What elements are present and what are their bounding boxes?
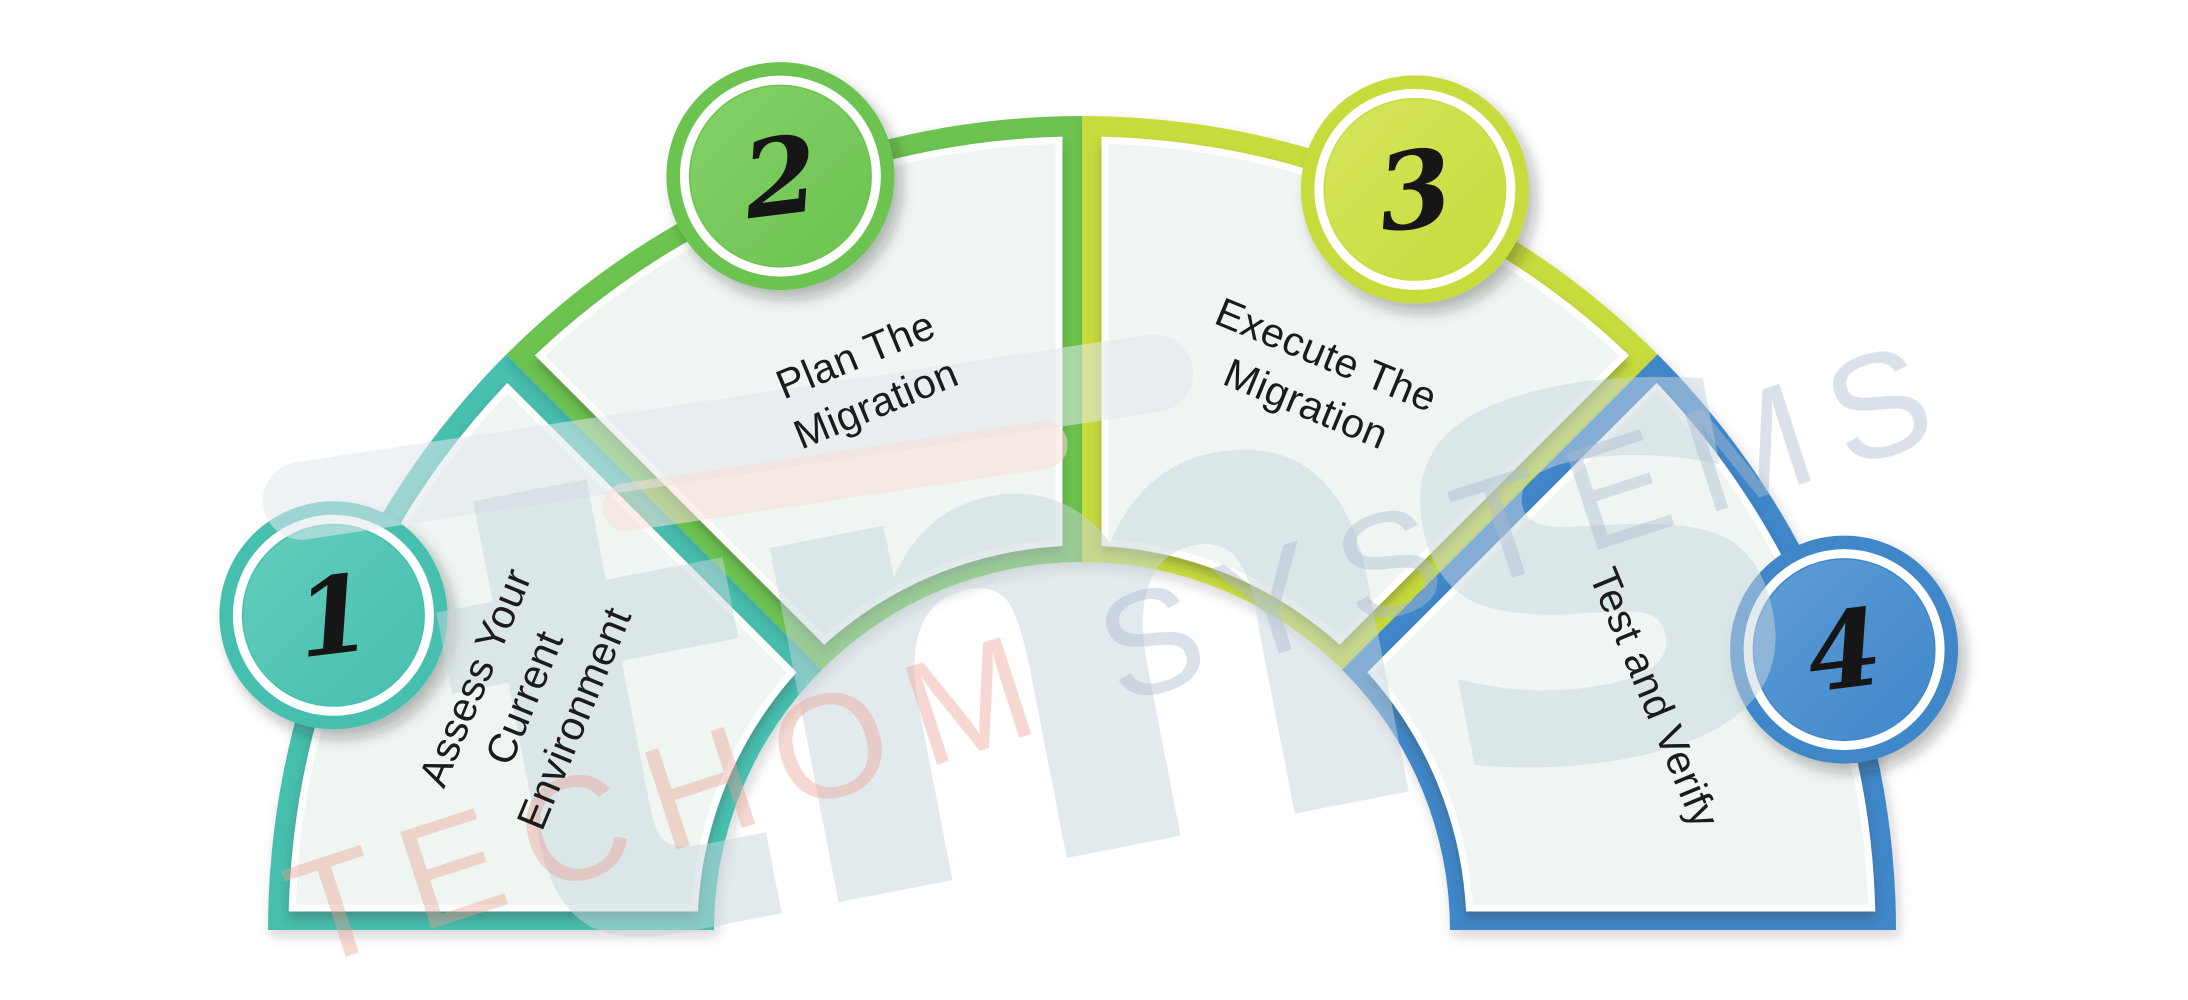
segment-fills-layer [288, 136, 1876, 912]
step-badge-2: 2 [666, 62, 895, 291]
badge-number-3: 3 [1371, 123, 1459, 256]
badge-number-1: 1 [289, 549, 377, 682]
badge-white-ring-2 [679, 75, 881, 277]
badge-white-ring-4 [1743, 549, 1945, 751]
badge-disc-4 [1754, 559, 1935, 740]
step-badge-4: 4 [1730, 535, 1959, 764]
step-badge-1: 1 [219, 501, 448, 730]
badge-disc-1 [243, 525, 424, 706]
badge-white-ring-3 [1314, 88, 1516, 290]
badge-number-4: 4 [1800, 584, 1888, 717]
step-badge-3: 3 [1300, 75, 1529, 304]
badge-disc-2 [690, 86, 871, 267]
step-badges-layer: 1 2 3 4 [219, 62, 1959, 764]
badge-number-2: 2 [735, 110, 824, 243]
badge-disc-3 [1324, 99, 1505, 280]
